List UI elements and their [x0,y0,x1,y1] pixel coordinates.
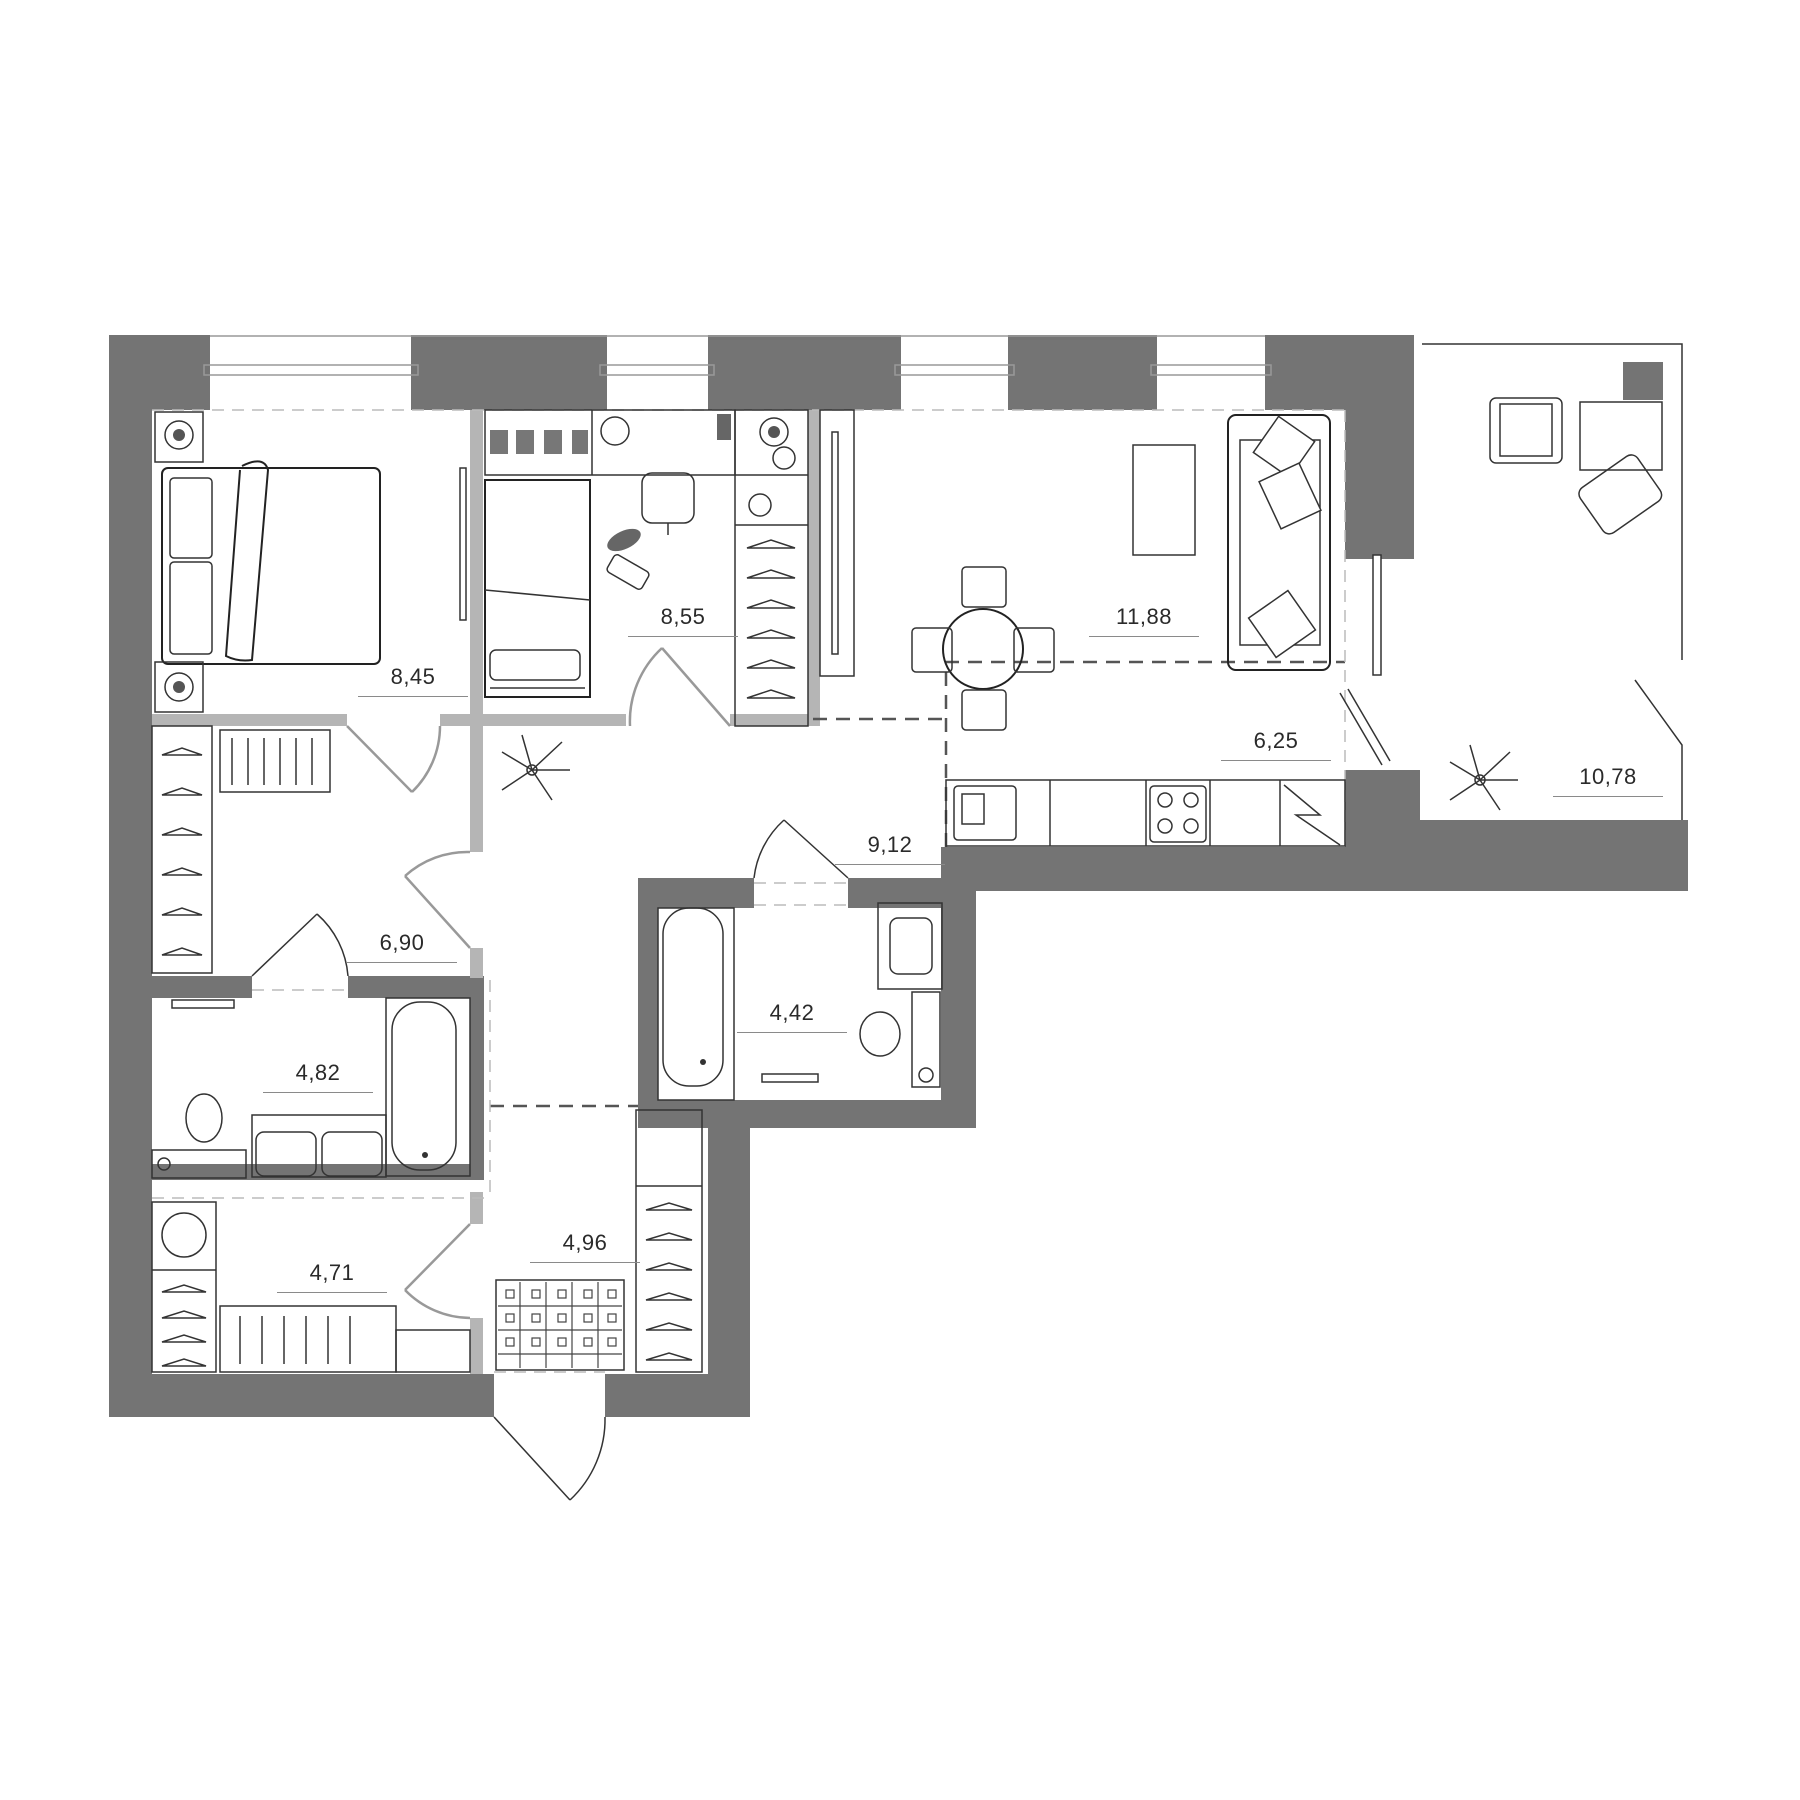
room-label-living-room: 11,88 [1084,604,1204,637]
dining-table-icon [911,566,1055,731]
partitions [152,410,820,1374]
room-area: 6,25 [1253,728,1299,753]
room-label-balcony: 10,78 [1548,764,1668,797]
sofa-icon [1227,414,1331,671]
room-area: 4,42 [769,1000,815,1025]
room-label-kitchen: 6,25 [1216,728,1336,761]
shelf-icon [484,409,736,476]
interior-walls [152,878,976,1180]
room-label-bedroom-1: 8,45 [353,664,473,697]
double-bed-icon [161,460,381,665]
room-area: 4,71 [309,1260,355,1285]
bedroom-1-wardrobe-door [459,467,467,621]
exterior-walls [109,335,1688,1417]
coffee-table-icon [1132,444,1196,556]
windows [203,335,1272,376]
room-label-entrance-hall: 4,96 [525,1230,645,1263]
kitchen-counter-icon [945,779,1346,847]
room-label-hall-closet: 6,90 [342,930,462,963]
sink-icon [877,902,943,990]
toilet-icon [151,1093,247,1179]
plant-icon [501,734,1518,811]
room-area: 4,96 [562,1230,608,1255]
room-label-bathroom-2: 4,42 [732,1000,852,1033]
room-label-bathroom-1: 4,82 [258,1060,378,1093]
bathtub-icon [657,907,735,1101]
room-label-bedroom-2: 8,55 [623,604,743,637]
single-bed-icon [484,479,591,698]
room-area: 6,90 [379,930,425,955]
desk-chair-icon [641,472,695,535]
room-area: 4,82 [295,1060,341,1085]
wardrobe-icon [734,409,809,727]
flower-icon [154,411,204,713]
room-area: 8,45 [390,664,436,689]
double-sink-icon [251,1114,387,1178]
towel-rail-icon [171,999,235,1009]
stove-icon [1149,785,1207,843]
room-area: 8,55 [660,604,706,629]
armchair-icon [1489,397,1663,535]
towel-rail-icon [761,1073,819,1083]
hall-wardrobe-icon [151,725,331,974]
room-area: 10,78 [1579,764,1637,789]
toy-car-icon [606,528,650,590]
toilet-icon [859,991,941,1088]
doormat-icon [495,1279,625,1371]
room-label-dressing-room: 4,71 [272,1260,392,1293]
room-area: 9,12 [867,832,913,857]
balcony-railing [1422,343,1683,820]
room-area: 11,88 [1116,604,1172,629]
doors [251,554,1391,1501]
entrance-wardrobe-icon [635,1109,703,1373]
tv-unit-icon [819,409,855,677]
bathtub-icon [385,997,471,1177]
dressing-wardrobe-icon [151,1201,471,1373]
room-label-hallway: 9,12 [830,832,950,865]
